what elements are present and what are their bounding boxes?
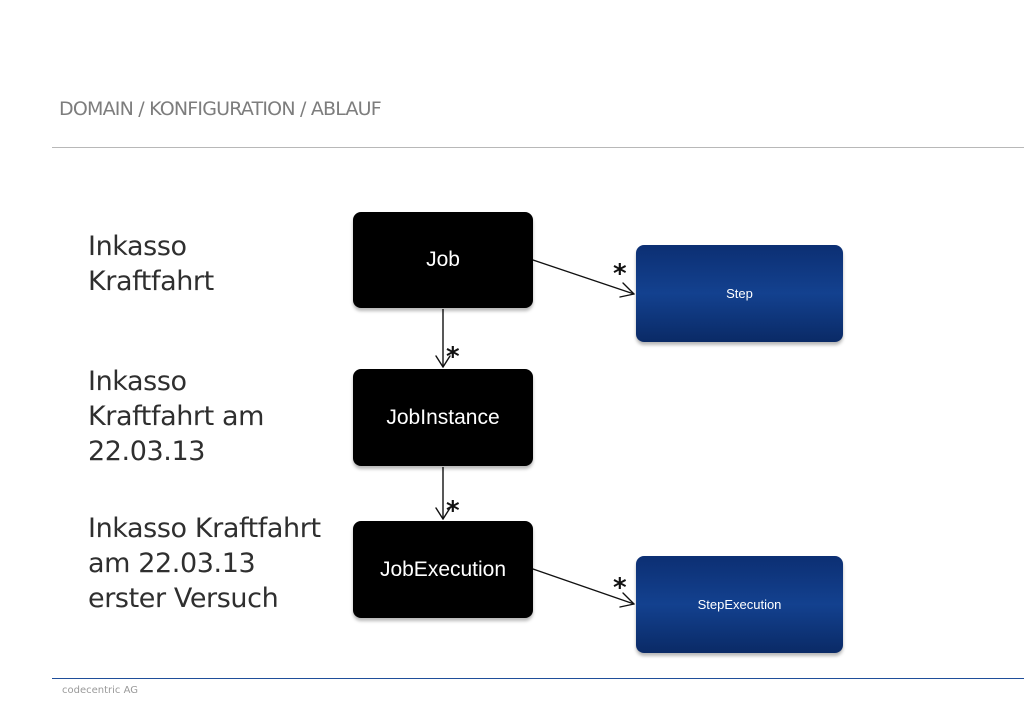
node-step-execution: StepExecution [636, 556, 843, 653]
example-label-line: Kraftfahrt am [88, 401, 265, 432]
node-job-instance: JobInstance [353, 369, 533, 466]
node-step-label: Step [726, 286, 753, 301]
example-label-line: Inkasso Kraftfahrt [88, 513, 321, 544]
slide-title: DOMAIN / KONFIGURATION / ABLAUF [59, 98, 382, 120]
example-label-job: Inkasso Kraftfahrt [88, 229, 214, 299]
node-step: Step [636, 245, 843, 342]
example-label-line: Inkasso [88, 366, 187, 397]
example-label-line: am 22.03.13 [88, 548, 256, 579]
node-job-label: Job [426, 248, 460, 271]
job-instance-arrowhead [435, 355, 451, 368]
multiplicity-instance-execution: * [446, 496, 460, 526]
job-step-connector [532, 259, 635, 295]
multiplicity-job-instance: * [446, 342, 460, 372]
execution-stepexecution-connector [532, 568, 635, 605]
example-label-job-instance: Inkasso Kraftfahrt am 22.03.13 [88, 364, 264, 469]
node-job-execution: JobExecution [353, 521, 533, 618]
example-label-line: 22.03.13 [88, 436, 206, 467]
footer-company: codecentric AG [62, 685, 139, 696]
example-label-job-execution: Inkasso Kraftfahrt am 22.03.13 erster Ve… [88, 511, 321, 616]
node-job: Job [353, 212, 533, 308]
header-divider [52, 147, 1024, 148]
example-label-line: Kraftfahrt [88, 266, 214, 297]
example-label-line: Inkasso [88, 231, 187, 262]
instance-execution-arrowhead [435, 507, 451, 520]
example-label-line: erster Versuch [88, 583, 279, 614]
footer-divider [52, 678, 1024, 679]
node-job-execution-label: JobExecution [379, 557, 507, 581]
multiplicity-job-step: * [613, 259, 627, 289]
execution-stepexecution-arrowhead [619, 592, 635, 608]
job-step-arrowhead [619, 282, 635, 298]
node-step-execution-label: StepExecution [697, 597, 782, 612]
multiplicity-execution-stepexecution: * [613, 573, 627, 603]
node-job-instance-label: JobInstance [386, 405, 500, 429]
